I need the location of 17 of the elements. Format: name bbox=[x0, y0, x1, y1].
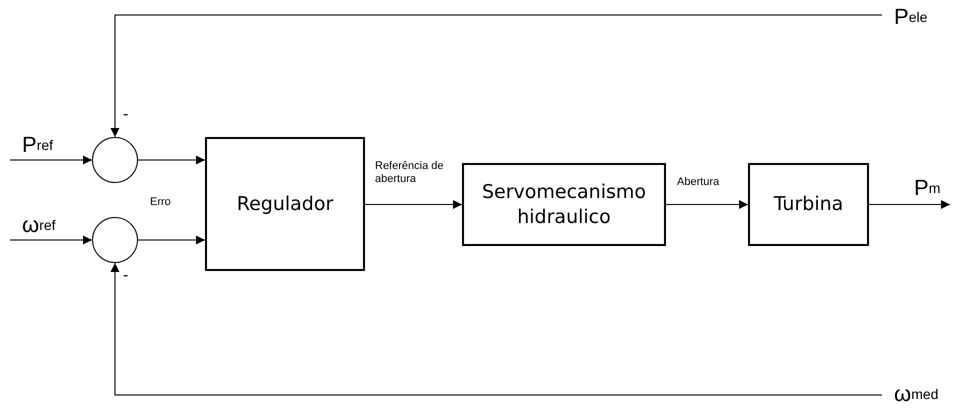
block: Regulador bbox=[205, 137, 365, 271]
block: Turbina bbox=[748, 163, 869, 246]
arrow bbox=[364, 200, 462, 209]
minus-sign: - bbox=[123, 106, 128, 124]
arrow bbox=[10, 236, 92, 244]
arrow bbox=[10, 156, 92, 164]
error-label: Erro bbox=[150, 196, 171, 208]
block: Servomecanismo hidraulico bbox=[462, 163, 666, 246]
arrow bbox=[138, 236, 206, 244]
summing-junction bbox=[92, 217, 138, 263]
arrow bbox=[110, 14, 882, 138]
summing-junction bbox=[92, 137, 138, 183]
arrow bbox=[110, 262, 882, 396]
arrow bbox=[138, 156, 206, 164]
minus-sign: - bbox=[123, 267, 128, 285]
arrow bbox=[868, 200, 950, 209]
arrow bbox=[666, 200, 748, 209]
